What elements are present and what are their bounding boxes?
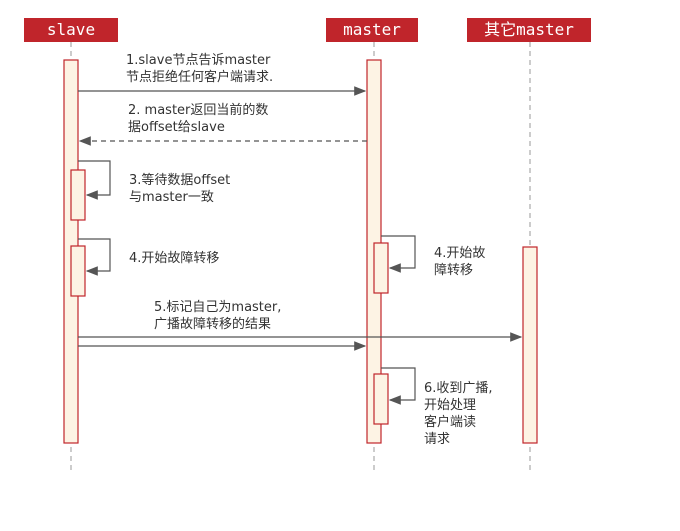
arrow-m4-slave (78, 238, 111, 276)
arrow-m3 (78, 160, 111, 200)
label-m6: 6.收到广播, 开始处理 客户端读 请求 (424, 381, 497, 447)
activation-slave-wait (70, 169, 86, 221)
label-m1: 1.slave节点告诉master 节点拒绝任何客户端请求. (126, 53, 274, 85)
activation-master-handle (373, 373, 389, 425)
label-m4-master: 4.开始故 障转移 (434, 246, 490, 278)
activation-other-master (522, 246, 538, 444)
activation-master-failover (373, 242, 389, 294)
label-m4-slave: 4.开始故障转移 (129, 251, 219, 266)
label-m5: 5.标记自己为master, 广播故障转移的结果 (154, 300, 286, 332)
participant-other-master: 其它master (467, 18, 591, 42)
label-m2: 2. master返回当前的数 据offset给slave (128, 102, 273, 135)
arrow-m6 (381, 367, 416, 405)
participant-master: master (326, 18, 418, 42)
label-m3: 3.等待数据offset 与master一致 (129, 172, 234, 205)
activation-slave-failover (70, 245, 86, 297)
arrow-m4-master (381, 235, 416, 273)
participant-slave: slave (24, 18, 118, 42)
